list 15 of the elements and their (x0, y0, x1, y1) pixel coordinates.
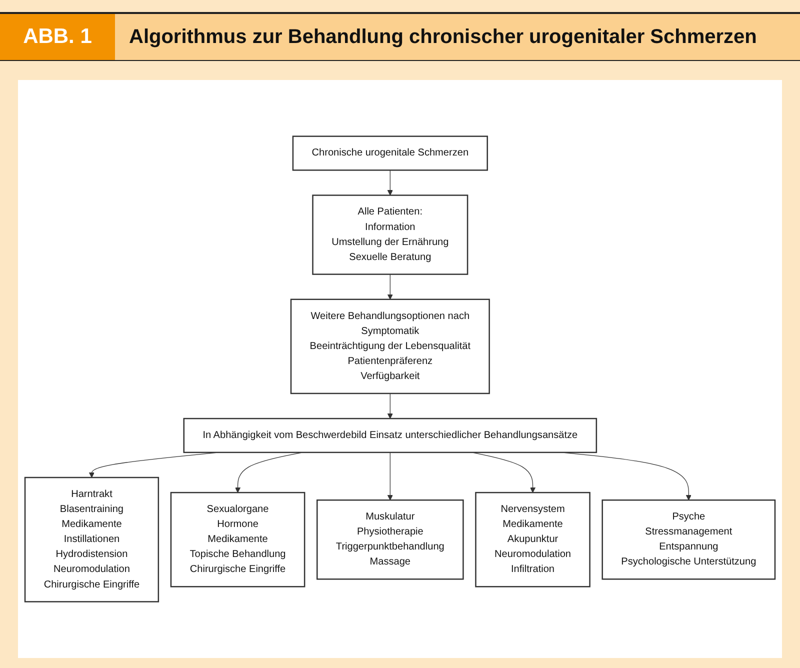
node-box: Nervensystem Medikamente Akupunktur Neuromodulation Infiltration (475, 492, 590, 588)
node-box: Chronische urogenitale Schmerzen (292, 136, 488, 171)
node-box: In Abhängigkeit vom Beschwerdebild Einsatz unterschiedlicher Behandlungsansätze (183, 418, 598, 454)
figure-title: Algorithmus zur Behandlung chronischer urogenitaler Schmerzen (115, 14, 800, 60)
arrow (387, 452, 393, 500)
arrow (387, 274, 393, 300)
node-box: Weitere Behandlungsoptionen nach Symptomatik Beeinträchtigung der Lebensqualität Patientenpräferenz Verfügbarkeit (290, 298, 490, 394)
node-box: Muskulatur Physiotherapie Triggerpunktbehandlung Massage (316, 499, 464, 580)
figure-number: ABB. 1 (0, 14, 115, 60)
arrow (387, 393, 393, 419)
node-box: Harntrakt Blasentraining Medikamente Instillationen Hydrodistension Neuromodulation Chirurgische Eingriffe (24, 476, 160, 602)
node-box: Psyche Stressmanagement Entspannung Psychologische Unterstützung (602, 499, 776, 580)
arrow (387, 170, 393, 196)
node-box: Sexualorgane Hormone Medikamente Topische Behandlung Chirurgische Eingriffe (170, 492, 306, 588)
node-box: Alle Patienten: Information Umstellung der Ernährung Sexuelle Beratung (312, 194, 468, 275)
